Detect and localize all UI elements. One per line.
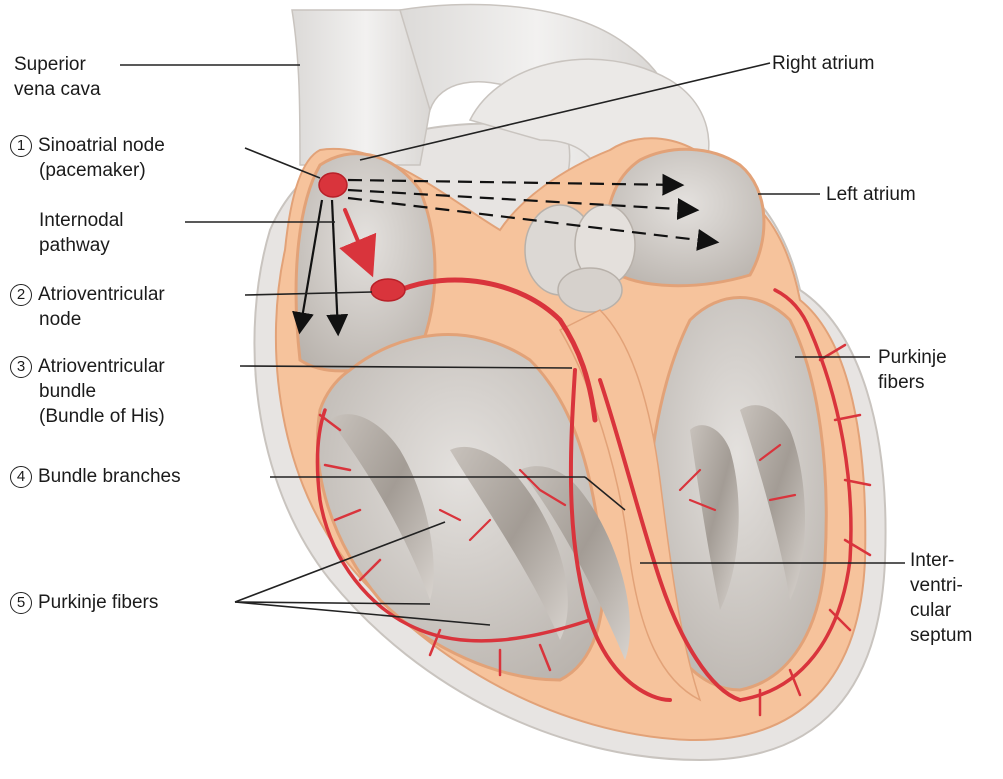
valve xyxy=(558,268,622,312)
label-atrioventricular-bundle: 3 Atrioventricular bundle (Bundle of His) xyxy=(10,354,165,429)
label-right-atrium: Right atrium xyxy=(772,51,874,76)
sinoatrial-node xyxy=(319,173,347,197)
label-line: vena cava xyxy=(14,77,101,102)
step-number-badge: 3 xyxy=(10,356,32,378)
atrioventricular-node xyxy=(371,279,405,301)
label-purkinje-fibers-right: Purkinje fibers xyxy=(878,345,947,395)
label-left-atrium: Left atrium xyxy=(826,182,916,207)
label-line: septum xyxy=(910,623,972,648)
label-line: ventri- xyxy=(910,573,972,598)
label-line: Atrioventricular xyxy=(38,356,165,377)
label-internodal-pathway: Internodal pathway xyxy=(39,208,124,258)
label-line: pathway xyxy=(39,233,124,258)
step-number-badge: 4 xyxy=(10,466,32,488)
label-line: (pacemaker) xyxy=(10,158,165,183)
label-line: node xyxy=(10,307,165,332)
label-interventricular-septum: Inter- ventri- cular septum xyxy=(910,548,972,648)
step-number-badge: 5 xyxy=(10,592,32,614)
label-sinoatrial-node: 1 Sinoatrial node (pacemaker) xyxy=(10,133,165,183)
step-number-badge: 1 xyxy=(10,135,32,157)
label-line: (Bundle of His) xyxy=(10,404,165,429)
label-line: cular xyxy=(910,598,972,623)
label-bundle-branches: 4 Bundle branches xyxy=(10,464,181,489)
label-line: Internodal xyxy=(39,208,124,233)
label-line: Superior xyxy=(14,52,101,77)
label-superior-vena-cava: Superior vena cava xyxy=(14,52,101,102)
label-atrioventricular-node: 2 Atrioventricular node xyxy=(10,282,165,332)
label-line: Purkinje fibers xyxy=(38,592,158,613)
label-line: fibers xyxy=(878,370,947,395)
step-number-badge: 2 xyxy=(10,284,32,306)
label-line: bundle xyxy=(10,379,165,404)
label-line: Atrioventricular xyxy=(38,284,165,305)
label-line: Inter- xyxy=(910,548,972,573)
label-line: Bundle branches xyxy=(38,466,181,487)
label-purkinje-fibers-left: 5 Purkinje fibers xyxy=(10,590,158,615)
label-line: Sinoatrial node xyxy=(38,135,165,156)
label-line: Purkinje xyxy=(878,345,947,370)
